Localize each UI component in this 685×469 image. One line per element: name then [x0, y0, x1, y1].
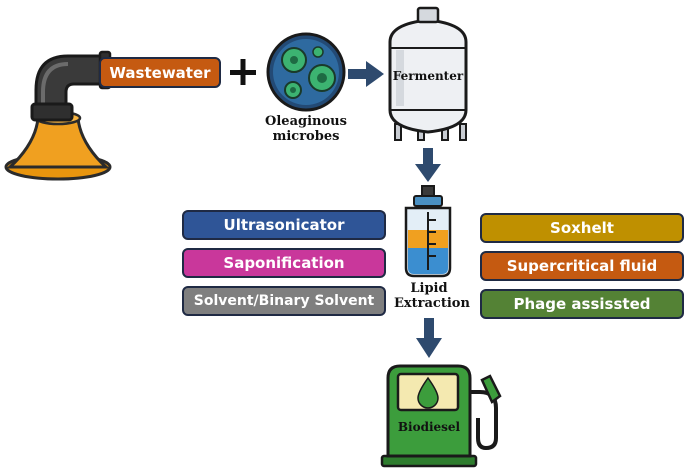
method-ultrasonicator: Ultrasonicator: [182, 210, 386, 240]
method-soxhelt: Soxhelt: [480, 213, 684, 243]
arrow-to-extraction: [415, 148, 441, 182]
arrow-to-fermenter: [348, 61, 384, 87]
plus-icon: [230, 59, 256, 85]
lipid-extraction-caption: Lipid Extraction: [394, 281, 470, 312]
method-saponification: Saponification: [182, 248, 386, 278]
fermenter-icon: [388, 6, 468, 141]
method-phage-assisted: Phage assissted: [480, 289, 684, 319]
fuel-pump-icon: [380, 364, 502, 468]
method-solvent: Solvent/Binary Solvent: [182, 286, 386, 316]
wastewater-label: Wastewater: [99, 57, 221, 88]
flask-icon: [404, 185, 452, 278]
arrow-to-biodiesel: [416, 318, 442, 358]
microbes-icon: [266, 32, 346, 112]
biodiesel-label: Biodiesel: [397, 420, 461, 434]
lipid-caption-line1: Lipid: [410, 281, 448, 296]
microbes-caption-line1: Oleaginous: [265, 114, 347, 129]
microbes-caption: Oleaginous microbes: [252, 114, 360, 145]
lipid-caption-line2: Extraction: [394, 295, 470, 311]
microbes-caption-line2: microbes: [272, 128, 340, 144]
method-supercritical-fluid: Supercritical fluid: [480, 251, 684, 281]
fermenter-label: Fermenter: [392, 69, 464, 83]
pipe-icon: [4, 50, 112, 181]
